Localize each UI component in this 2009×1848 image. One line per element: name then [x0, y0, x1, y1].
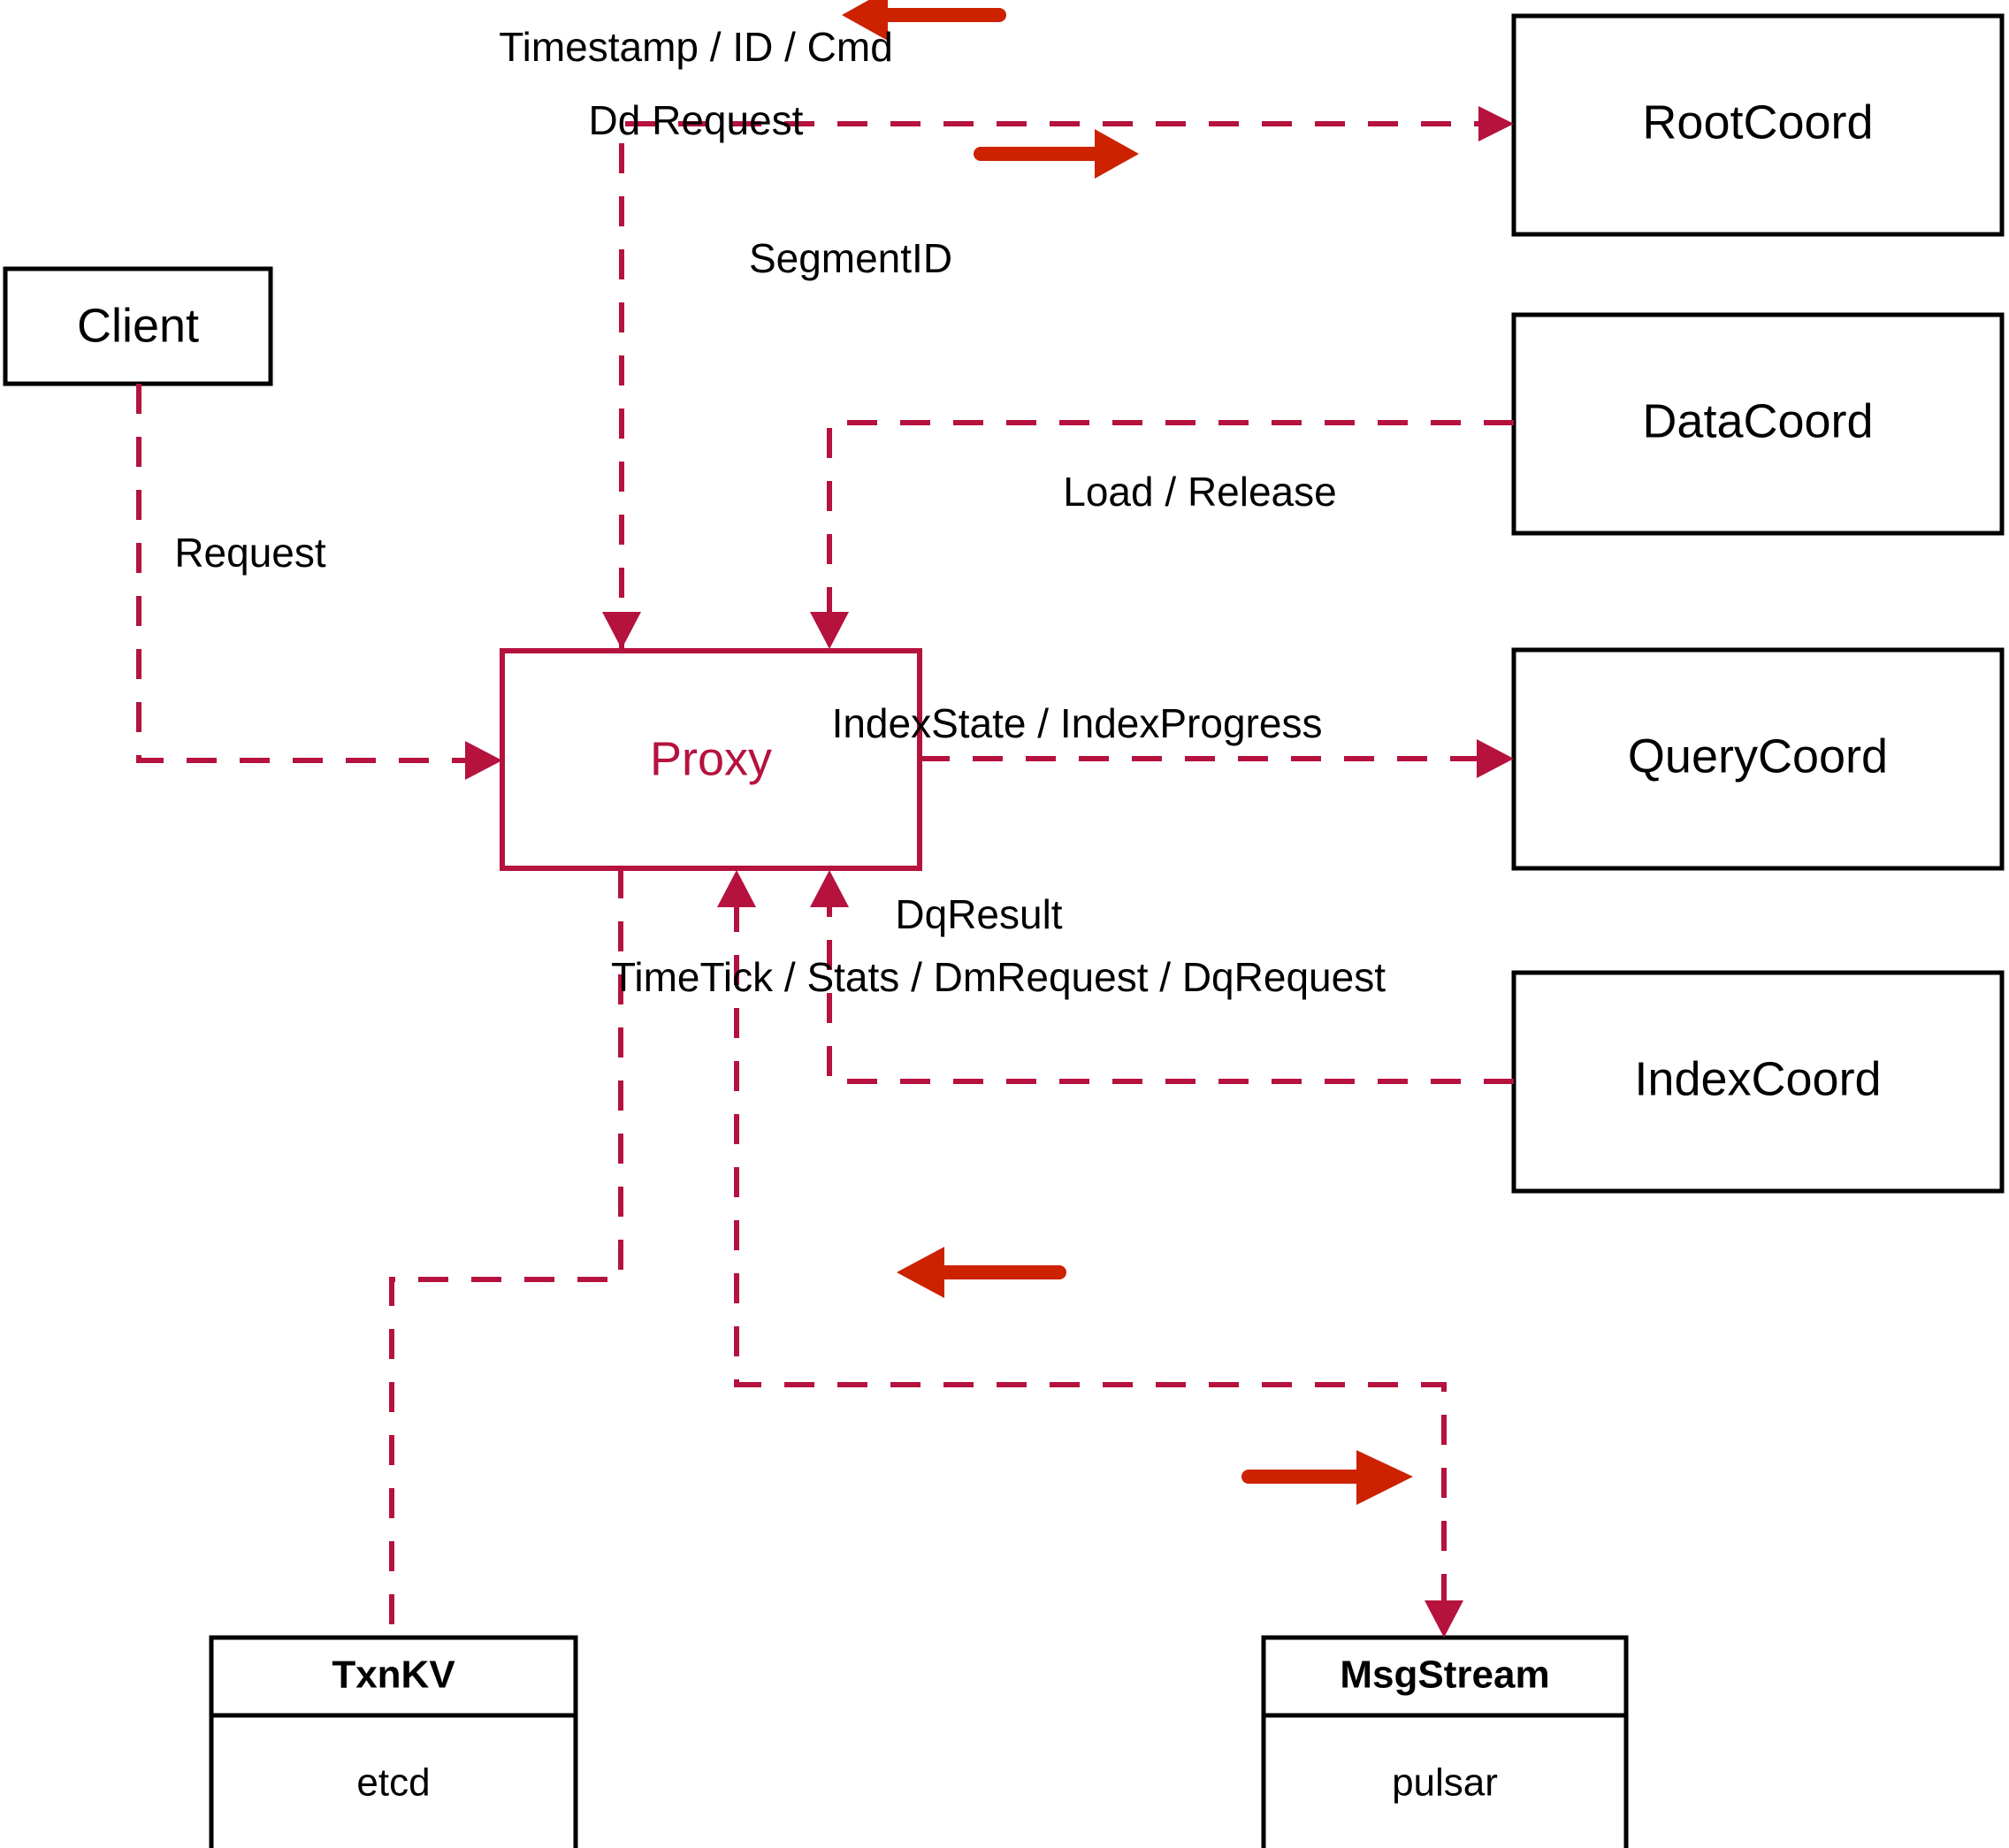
node-msgstream[interactable]: MsgStream pulsar	[1261, 1635, 1629, 1848]
node-client[interactable]: Client	[3, 266, 273, 386]
edge-datacoord	[810, 420, 1514, 649]
node-querycoord-label: QueryCoord	[1628, 729, 1888, 783]
edge-label-timestamp: Timestamp / ID / Cmd	[499, 24, 893, 70]
direction-arrow-timetick	[1241, 1450, 1413, 1505]
node-txnkv[interactable]: TxnKV etcd	[209, 1635, 578, 1848]
edge-label-loadrelease: Load / Release	[1063, 469, 1336, 515]
edge-txnkv	[389, 868, 623, 1638]
edge-indexcoord	[810, 870, 1514, 1084]
node-proxy-label: Proxy	[650, 732, 772, 785]
direction-arrow-timestamp	[842, 0, 1006, 41]
direction-arrow-dqresult	[897, 1247, 1066, 1298]
edge-label-request: Request	[174, 530, 326, 576]
node-indexcoord[interactable]: IndexCoord	[1511, 970, 2005, 1194]
node-indexcoord-label: IndexCoord	[1634, 1052, 1881, 1105]
node-rootcoord-label: RootCoord	[1642, 95, 1873, 149]
edge-label-timetick: TimeTick / Stats / DmRequest / DqRequest	[611, 954, 1386, 1000]
edge-label-dqresult: DqResult	[895, 891, 1062, 937]
node-datacoord[interactable]: DataCoord	[1511, 312, 2005, 536]
node-datacoord-label: DataCoord	[1642, 394, 1873, 447]
node-rootcoord[interactable]: RootCoord	[1511, 13, 2005, 237]
edge-msgstream	[717, 870, 1463, 1638]
edge-querycoord	[920, 739, 1514, 778]
node-txnkv-impl: etcd	[356, 1761, 430, 1805]
direction-arrow-ddrequest	[974, 129, 1139, 179]
edge-request	[136, 384, 502, 780]
node-proxy[interactable]: Proxy	[500, 648, 922, 871]
node-msgstream-title: MsgStream	[1340, 1653, 1549, 1697]
edge-label-ddrequest: Dd Request	[589, 97, 804, 143]
edge-label-indexstate: IndexState / IndexProgress	[832, 700, 1323, 746]
edge-label-segmentid: SegmentID	[749, 235, 952, 281]
node-msgstream-impl: pulsar	[1392, 1761, 1498, 1805]
node-client-label: Client	[77, 299, 199, 352]
node-txnkv-title: TxnKV	[332, 1653, 455, 1697]
edge-rootcoord	[602, 106, 1514, 651]
node-querycoord[interactable]: QueryCoord	[1511, 647, 2005, 871]
